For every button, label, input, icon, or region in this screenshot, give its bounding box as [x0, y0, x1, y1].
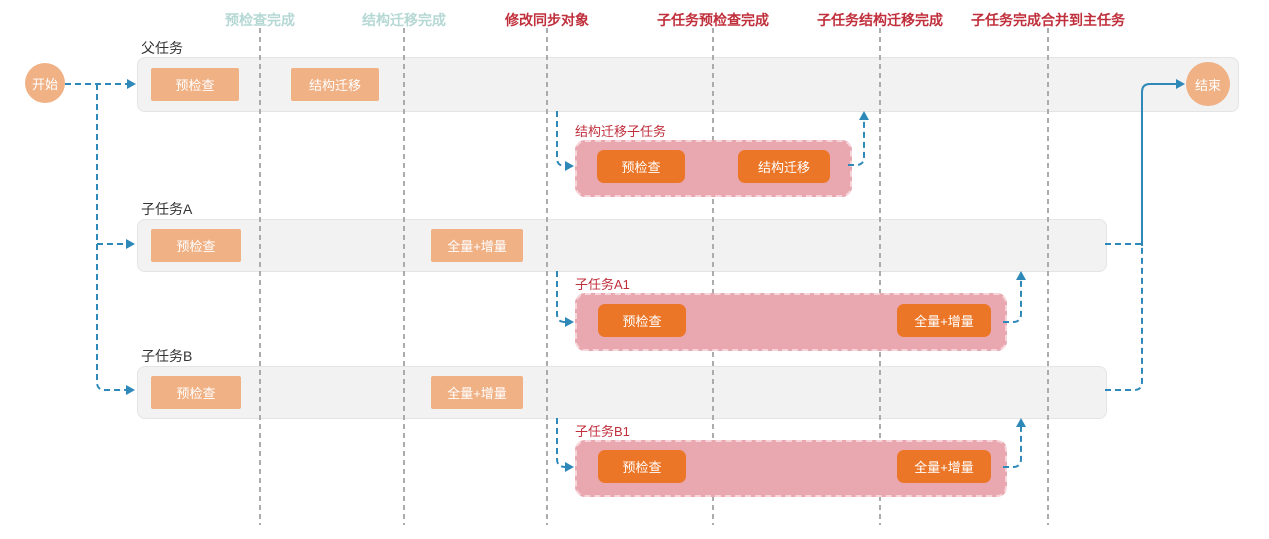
substep-sg1-struct-migrate: 结构迁移 [738, 150, 830, 183]
connector-start-to-subtask-b [96, 84, 135, 395]
start-node: 开始 [25, 63, 65, 103]
milestone-modify-sync-objects: 修改同步对象 [505, 12, 589, 28]
subgroup-subtask-a1: 预检查 全量+增量 [575, 293, 1007, 351]
step-a-full-incremental: 全量+增量 [431, 229, 523, 262]
milestone-subtask-precheck-done: 子任务预检查完成 [657, 12, 769, 28]
substep-b1-precheck: 预检查 [598, 450, 686, 483]
substep-a1-precheck: 预检查 [598, 304, 686, 337]
connector-b-to-merge [1105, 246, 1143, 391]
step-parent-struct-migrate: 结构迁移 [291, 68, 379, 101]
milestone-subtask-merge-done: 子任务完成合并到主任务 [971, 12, 1125, 28]
connector-b-to-b1 [556, 418, 574, 472]
connector-a-to-a1 [556, 271, 574, 327]
substep-sg1-precheck: 预检查 [597, 150, 685, 183]
lane-subtask-a: 预检查 全量+增量 [137, 219, 1107, 272]
subgroup-struct-migrate-subtask: 预检查 结构迁移 [575, 140, 852, 197]
lane-parent-task: 预检查 结构迁移 [137, 57, 1239, 112]
subgroup-label-subtask-a1: 子任务A1 [575, 277, 630, 292]
subgroup-subtask-b1: 预检查 全量+增量 [575, 440, 1007, 497]
substep-b1-full-incremental: 全量+增量 [897, 450, 991, 483]
milestone-precheck-done: 预检查完成 [225, 12, 295, 28]
substep-a1-full-incremental: 全量+增量 [897, 304, 991, 337]
connector-parent-to-struct-subtask [556, 111, 574, 171]
milestone-struct-migrate-done: 结构迁移完成 [362, 12, 446, 28]
end-node: 结束 [1186, 62, 1230, 106]
step-b-precheck: 预检查 [151, 376, 241, 409]
step-a-precheck: 预检查 [151, 229, 241, 262]
lane-label-subtask-a: 子任务A [141, 201, 193, 217]
subgroup-label-subtask-b1: 子任务B1 [575, 424, 630, 439]
milestone-subtask-struct-done: 子任务结构迁移完成 [817, 12, 943, 28]
subgroup-label-struct-migrate-subtask: 结构迁移子任务 [575, 124, 667, 139]
step-parent-precheck: 预检查 [151, 68, 239, 101]
lane-subtask-b: 预检查 全量+增量 [137, 366, 1107, 419]
lane-label-parent-task: 父任务 [141, 40, 183, 56]
lane-label-subtask-b: 子任务B [141, 348, 193, 364]
step-b-full-incremental: 全量+增量 [431, 376, 523, 409]
